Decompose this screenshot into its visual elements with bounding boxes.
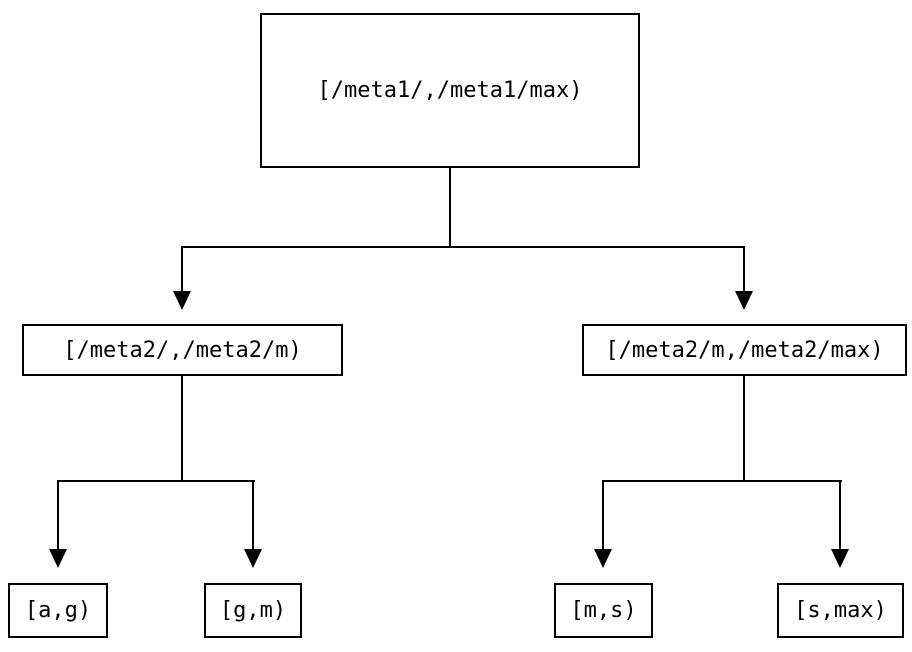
node-leaf-m-s-label: [m,s) xyxy=(570,598,637,623)
arrowhead-to-meta2-high-icon xyxy=(735,291,753,310)
arrowhead-to-leaf-s-max-icon xyxy=(831,549,849,568)
node-root-label: [/meta1/,/meta1/max) xyxy=(317,78,583,103)
node-leaf-a-g: [a,g) xyxy=(8,583,108,638)
connector-meta2-low-to-leaf-a-g xyxy=(57,480,59,550)
connector-root-to-meta2-low xyxy=(181,246,183,292)
connector-meta2-low-crossbar xyxy=(57,480,255,482)
connector-root-crossbar xyxy=(181,246,745,248)
node-leaf-g-m-label: [g,m) xyxy=(219,598,287,623)
node-leaf-m-s: [m,s) xyxy=(554,583,653,638)
connector-meta2-high-to-leaf-s-max xyxy=(839,480,841,550)
node-meta2-high-interval: [/meta2/m,/meta2/max) xyxy=(582,324,907,376)
arrowhead-to-leaf-a-g-icon xyxy=(49,549,67,568)
node-leaf-s-max: [s,max) xyxy=(777,583,904,638)
node-leaf-s-max-label: [s,max) xyxy=(794,598,887,623)
connector-meta2-high-to-leaf-m-s xyxy=(602,480,604,550)
node-leaf-a-g-label: [a,g) xyxy=(24,598,92,623)
arrowhead-to-meta2-low-icon xyxy=(173,291,191,310)
node-meta2-high-label: [/meta2/m,/meta2/max) xyxy=(605,337,884,363)
arrowhead-to-leaf-g-m-icon xyxy=(244,549,262,568)
connector-meta2-high-stem xyxy=(743,376,745,482)
node-meta2-low-interval: [/meta2/,/meta2/m) xyxy=(22,324,343,376)
connector-root-stem xyxy=(449,168,451,248)
connector-meta2-high-crossbar xyxy=(602,480,842,482)
arrowhead-to-leaf-m-s-icon xyxy=(594,549,612,568)
node-root-interval: [/meta1/,/meta1/max) xyxy=(260,13,640,168)
node-meta2-low-label: [/meta2/,/meta2/m) xyxy=(63,337,302,363)
node-leaf-g-m: [g,m) xyxy=(204,583,302,638)
connector-root-to-meta2-high xyxy=(743,246,745,292)
connector-meta2-low-stem xyxy=(181,376,183,482)
connector-meta2-low-to-leaf-g-m xyxy=(252,480,254,550)
